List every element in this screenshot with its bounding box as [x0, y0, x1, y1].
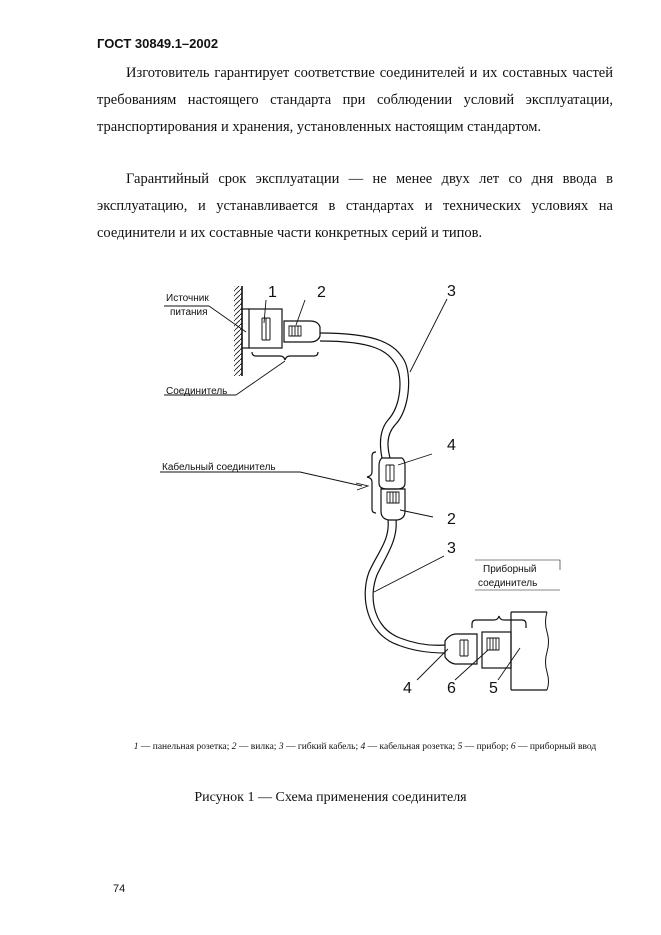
- num-plug-top: 2: [317, 284, 326, 301]
- label-device-connector-line2: соединитель: [478, 578, 537, 589]
- plug-top-shape: [283, 320, 321, 343]
- cable-low: [372, 519, 446, 646]
- connector-diagram: Источник питания Соединитель Кабельный с…: [160, 283, 561, 697]
- figure-caption: Рисунок 1 — Схема применения соединителя: [194, 790, 467, 805]
- cable-socket-low-shape: [444, 633, 478, 665]
- num-plug-mid: 2: [447, 511, 456, 528]
- page-number: 74: [113, 883, 126, 895]
- device-shape: [510, 611, 547, 691]
- num-cable-top: 3: [447, 283, 456, 300]
- figure-legend: 1 — панельная розетка; 2 — вилка; 3 — ги…: [133, 742, 597, 752]
- label-source-line2: питания: [170, 307, 208, 318]
- num-panel-socket: 1: [268, 284, 277, 301]
- num-cable-low: 3: [447, 540, 456, 557]
- num-device: 5: [489, 680, 498, 697]
- num-socket-mid: 4: [447, 437, 456, 454]
- label-connector: Соединитель: [166, 386, 227, 397]
- document-header: ГОСТ 30849.1–2002: [97, 36, 219, 51]
- wall-hatch: [234, 286, 243, 376]
- paragraph-warranty-conditions: Изготовитель гарантирует соответствие со…: [97, 65, 613, 135]
- label-device-connector-line1: Приборный: [483, 563, 536, 575]
- paragraph-warranty-period: Гарантийный срок эксплуатации — не менее…: [97, 171, 613, 241]
- cable-socket-mid-shape: [378, 457, 406, 490]
- num-socket-low: 4: [403, 680, 412, 697]
- label-cable-connector: Кабельный соединитель: [162, 461, 276, 473]
- plug-mid-shape: [380, 488, 406, 521]
- label-source-line1: Источник: [166, 293, 209, 304]
- num-device-inlet: 6: [447, 680, 456, 697]
- cable-top: [319, 332, 410, 459]
